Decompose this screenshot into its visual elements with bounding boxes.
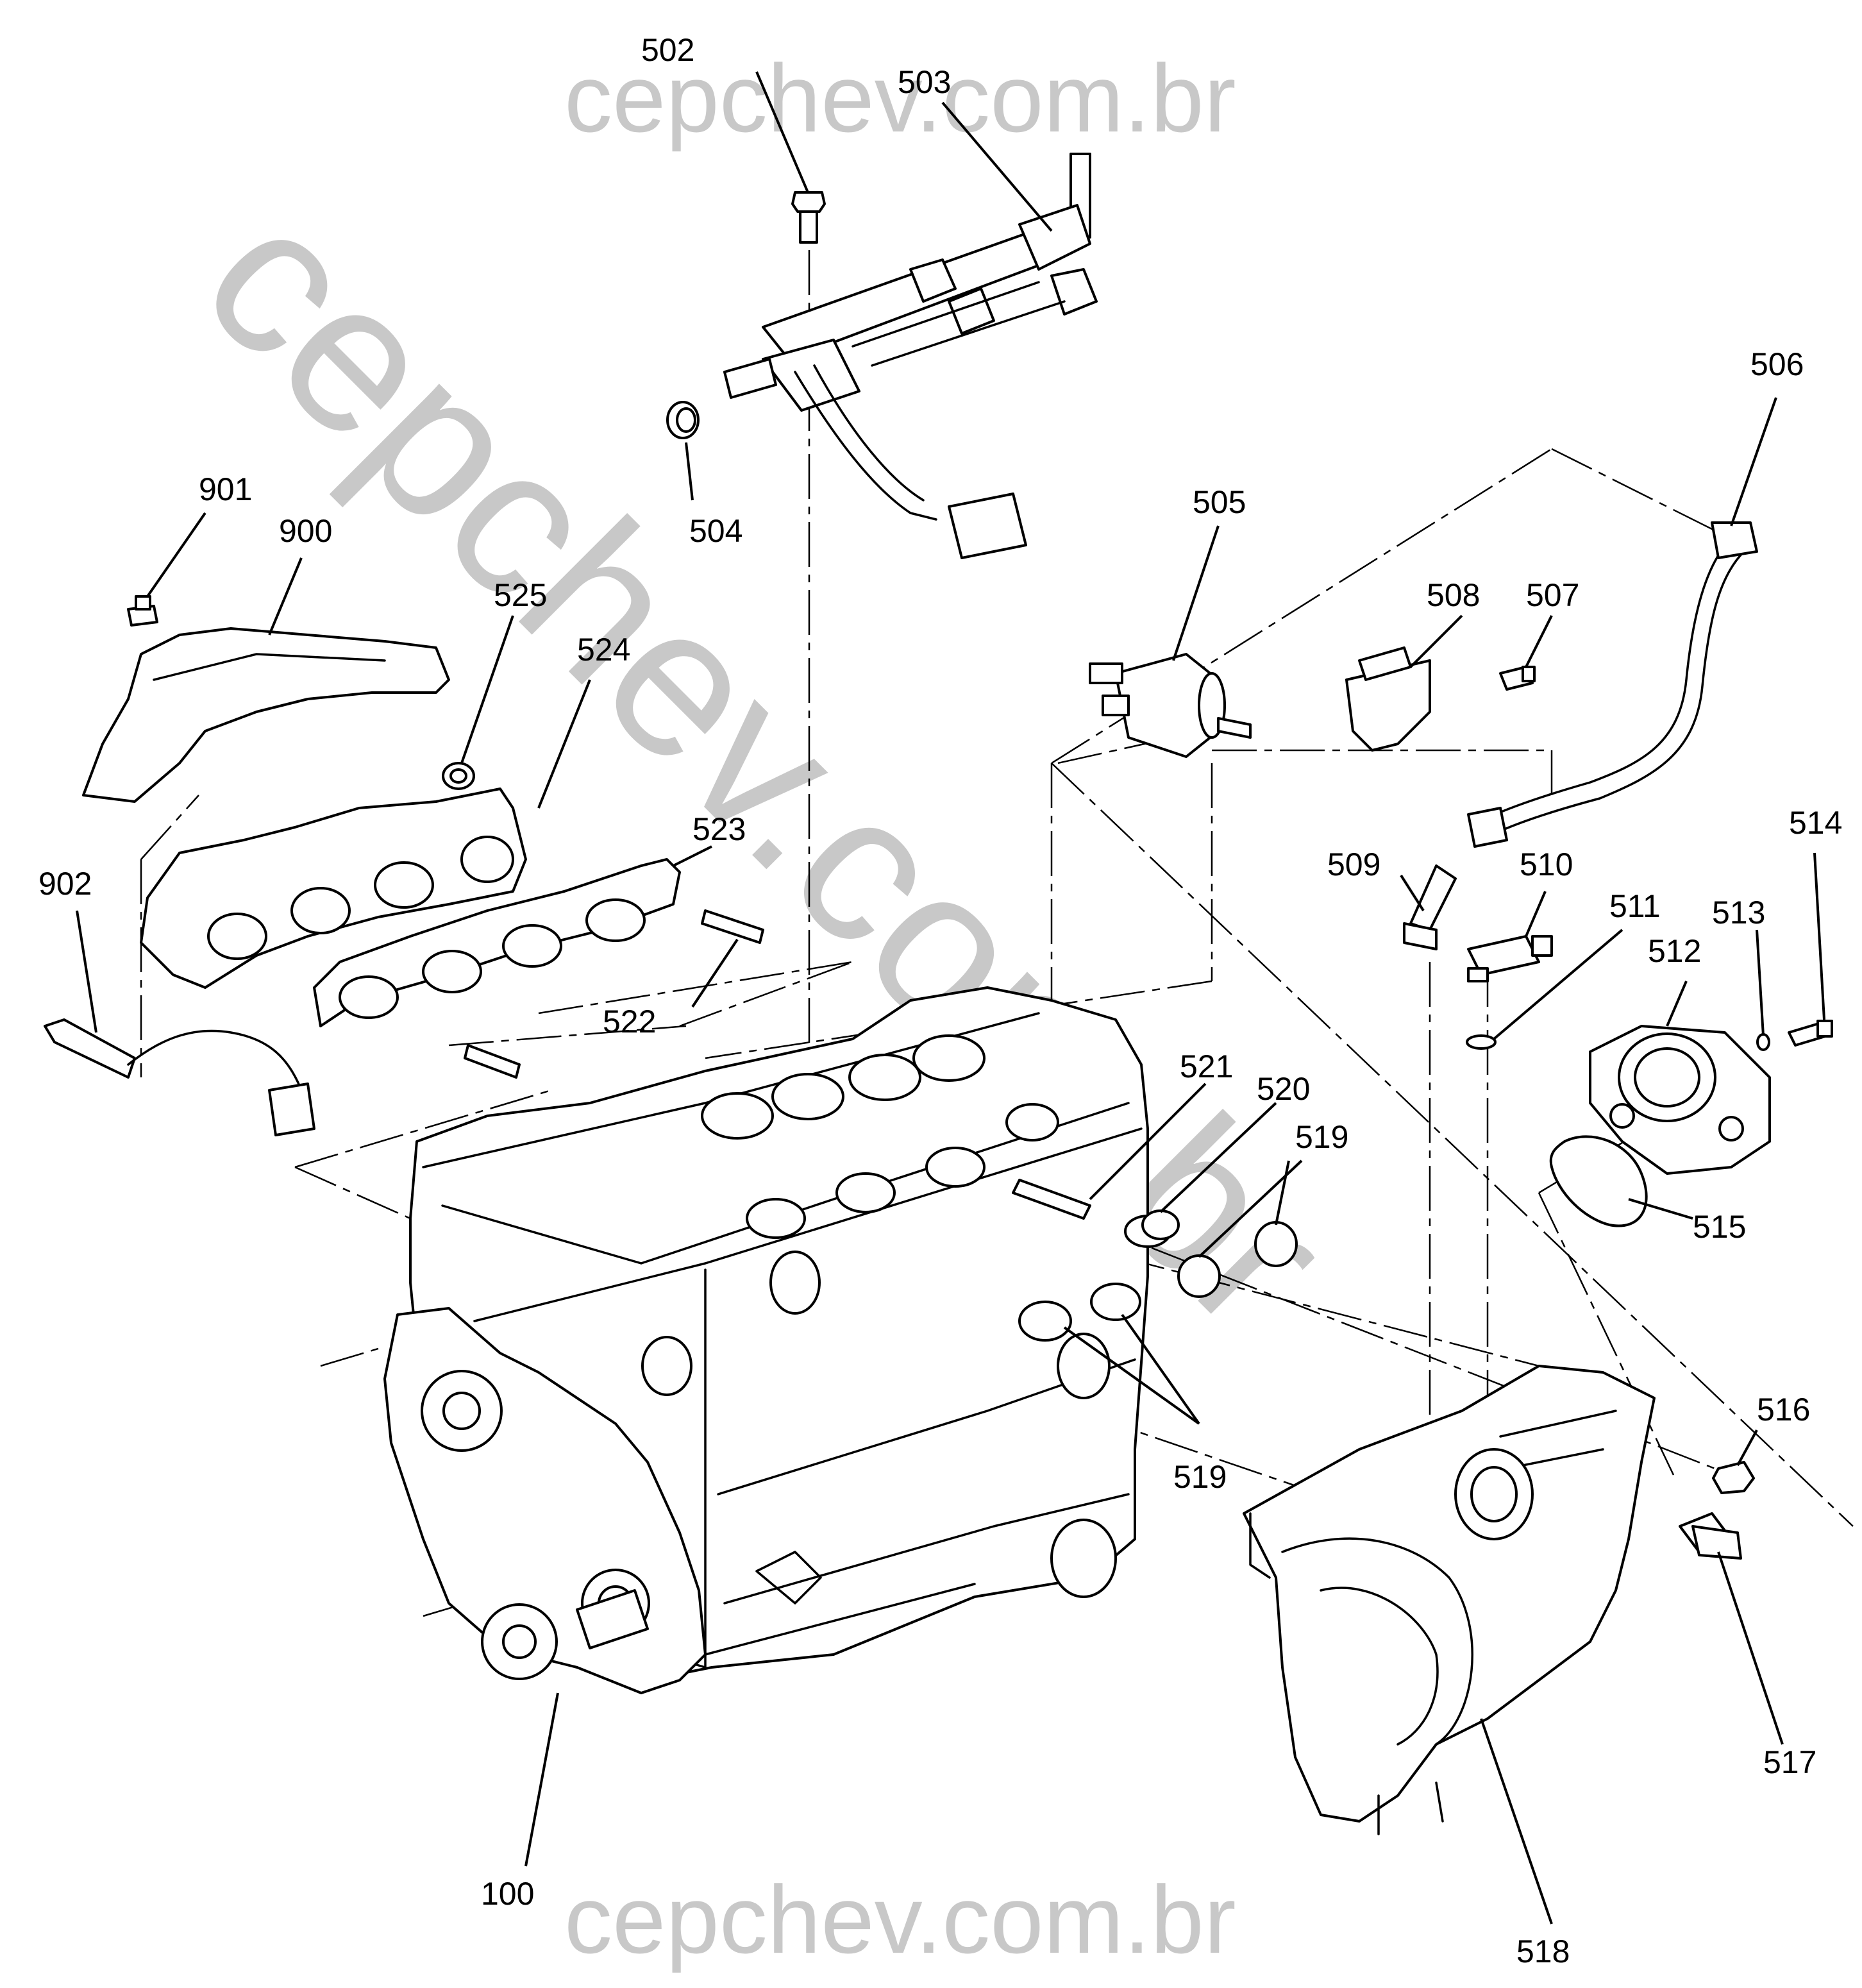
callout-502: 502 (641, 32, 694, 68)
callout-522: 522 (603, 1004, 656, 1040)
seal-525 (442, 762, 475, 790)
seals-519-520 (1018, 1209, 1298, 1342)
watermark-bottom: cepchev.com.br (564, 1866, 1236, 1973)
callout-510: 510 (1520, 847, 1573, 882)
vacuum-hose-506 (1467, 521, 1758, 848)
callout-902: 902 (38, 866, 92, 902)
studs-522 (464, 909, 764, 1079)
callout-900: 900 (279, 513, 332, 549)
washer-513 (1756, 1033, 1770, 1051)
fitting-509 (1403, 864, 1457, 950)
throttle-body-512 (1589, 1025, 1771, 1175)
callout-515: 515 (1693, 1209, 1746, 1245)
callout-525: 525 (494, 577, 547, 613)
callout-517: 517 (1763, 1744, 1816, 1780)
bolt-514 (1788, 1020, 1833, 1047)
sensor-510 (1467, 935, 1553, 982)
bolt-502 (791, 191, 826, 244)
watermark-top: cepchev.com.br (564, 44, 1236, 152)
intake-manifold-518 (1243, 1365, 1656, 1835)
callout-505: 505 (1193, 484, 1246, 520)
purge-valve-505 (1089, 653, 1252, 758)
exhaust-manifold-524 (140, 788, 527, 989)
gasket-515 (1549, 1135, 1648, 1227)
bolt-507 (1499, 666, 1536, 691)
oxygen-sensor-902 (44, 1018, 315, 1136)
callout-100: 100 (481, 1876, 534, 1912)
callout-519-upper: 519 (1295, 1119, 1348, 1155)
callout-523: 523 (692, 811, 746, 847)
callout-507: 507 (1526, 577, 1579, 613)
callout-513: 513 (1712, 895, 1765, 931)
exhaust-gasket-523 (313, 858, 681, 1027)
heat-shield-900 (82, 627, 450, 803)
fuel-rail-503 (723, 153, 1098, 559)
callout-521: 521 (1180, 1049, 1233, 1084)
callout-512: 512 (1648, 933, 1701, 969)
bolt-901 (127, 595, 158, 627)
callout-516: 516 (1757, 1392, 1810, 1428)
callout-520: 520 (1257, 1071, 1310, 1107)
callout-901: 901 (199, 471, 252, 507)
callout-508: 508 (1427, 577, 1480, 613)
seal-511 (1466, 1034, 1497, 1050)
callout-518: 518 (1516, 1933, 1570, 1969)
callout-511: 511 (1609, 888, 1661, 924)
nut-516 (1712, 1461, 1755, 1494)
bracket-508 (1345, 646, 1431, 752)
callout-506: 506 (1750, 346, 1804, 382)
callout-504: 504 (689, 513, 742, 549)
callout-labels: 502 503 504 505 506 507 508 509 510 511 … (38, 32, 1842, 1969)
bolt-517 (1679, 1512, 1742, 1560)
engine-block (383, 986, 1149, 1694)
seal-504 (666, 401, 700, 439)
callout-503: 503 (898, 64, 951, 100)
callout-514: 514 (1789, 805, 1842, 841)
callout-524: 524 (577, 632, 630, 668)
callout-509: 509 (1327, 847, 1380, 882)
stud-521 (1012, 1179, 1091, 1220)
leader-lines (76, 71, 1825, 1925)
callout-519-lower: 519 (1173, 1459, 1227, 1495)
